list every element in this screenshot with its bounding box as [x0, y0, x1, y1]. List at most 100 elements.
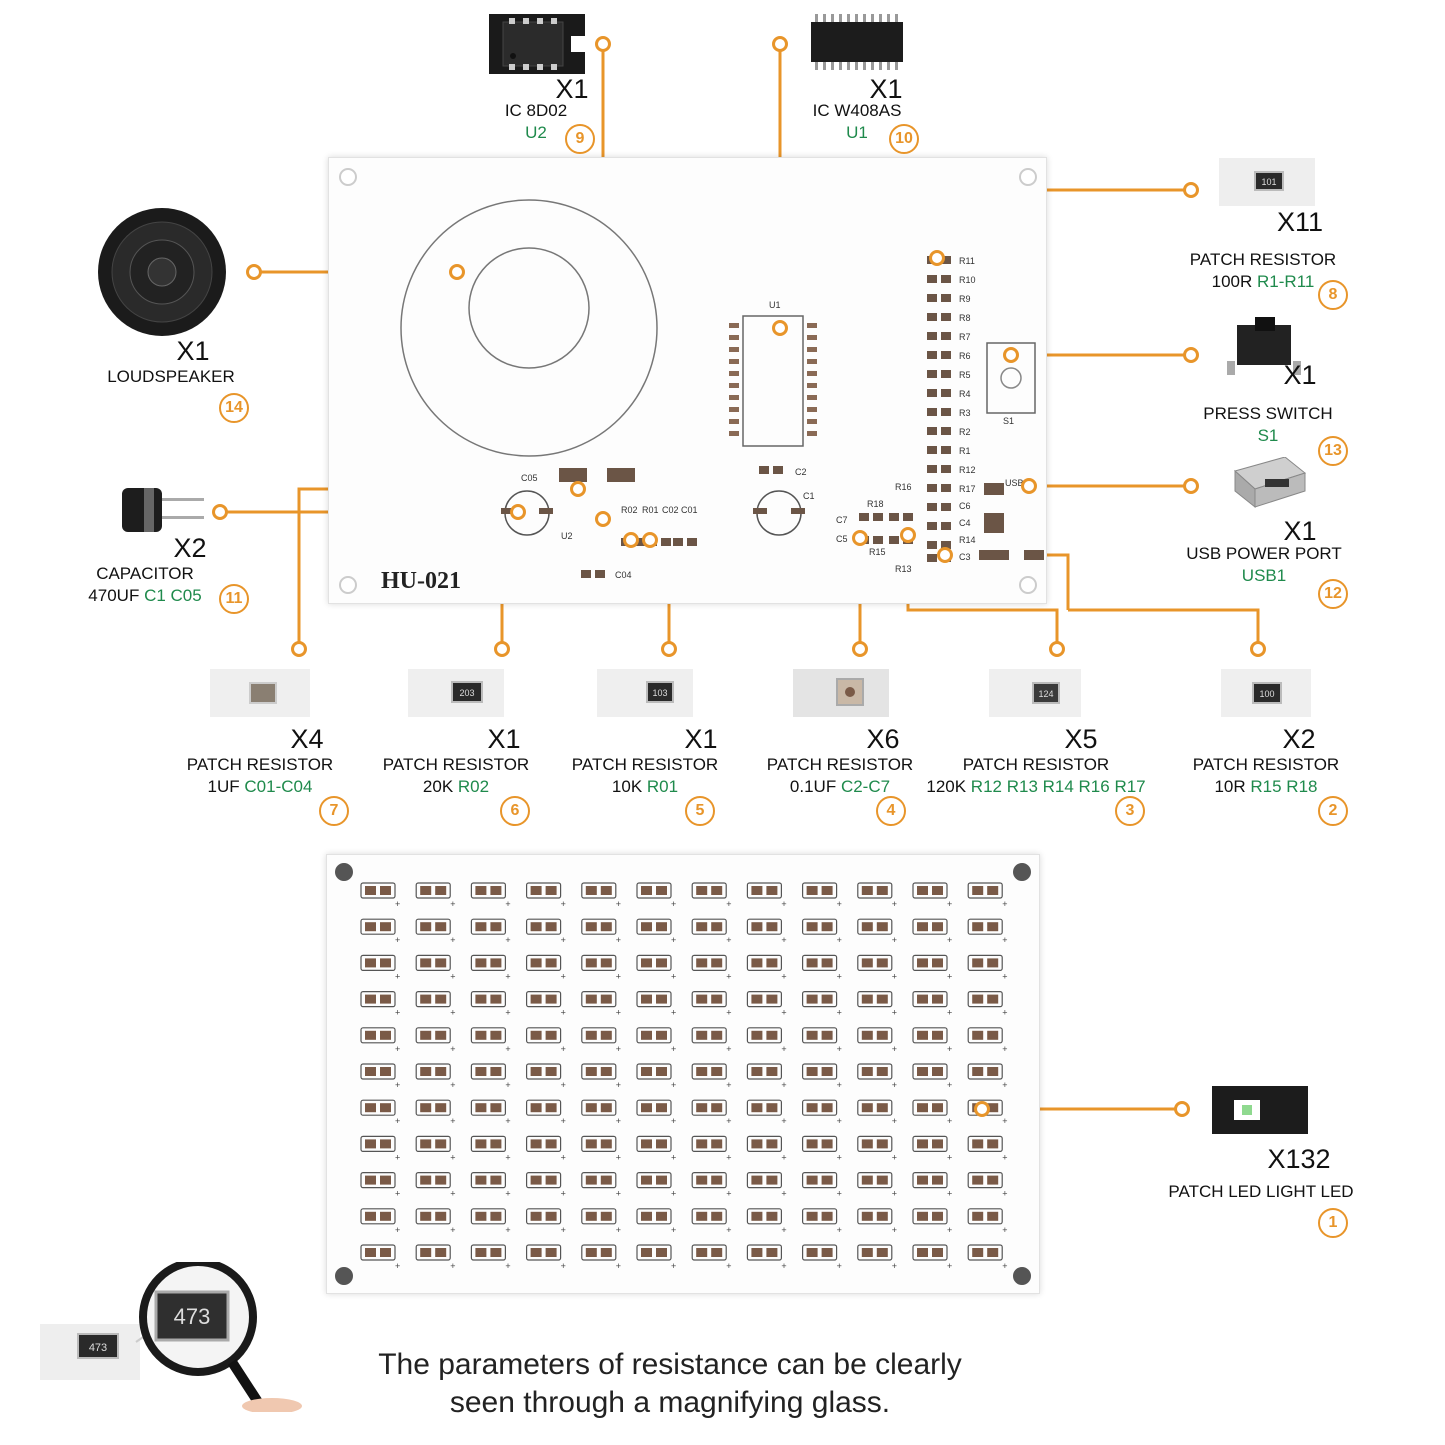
led-footprint: +: [415, 1099, 455, 1126]
svg-text:+: +: [450, 899, 455, 909]
led-footprint: +: [636, 882, 676, 909]
led-footprint: +: [691, 1244, 731, 1271]
svg-text:+: +: [781, 1152, 786, 1162]
label-r10k: PATCH RESISTOR 10K R01: [572, 754, 718, 798]
led-footprint: +: [526, 1244, 566, 1271]
led-footprint: +: [691, 1027, 731, 1054]
svg-text:+: +: [837, 1008, 842, 1018]
value-r100: 100R: [1211, 272, 1253, 291]
qty-led: X132: [1267, 1144, 1331, 1174]
name-led: PATCH LED LIGHT LED: [1168, 1182, 1354, 1201]
r10k-image: 103: [597, 669, 693, 717]
dot-c01uf-end: [852, 530, 868, 546]
chip-label-100: 100: [1259, 689, 1274, 699]
svg-text:+: +: [947, 1152, 952, 1162]
led-footprint: +: [746, 1208, 787, 1235]
svg-text:+: +: [616, 1008, 621, 1018]
dot-c1uf-end: [570, 481, 586, 497]
led-footprint: +: [967, 991, 1007, 1018]
led-footprint: +: [857, 991, 897, 1018]
led-footprint: +: [415, 954, 455, 981]
svg-text:+: +: [561, 935, 566, 945]
pcb-column-label: R10: [959, 275, 976, 285]
led-footprint: +: [415, 1063, 455, 1090]
usb-image: [1233, 457, 1307, 509]
num-r10: 2: [1318, 796, 1348, 826]
qty-switch: X1: [1283, 360, 1317, 390]
svg-text:+: +: [616, 935, 621, 945]
r20k-image: 203: [408, 669, 504, 717]
r100-image: 101: [1219, 158, 1315, 206]
speaker-outline-outer: [400, 199, 658, 457]
led-grid: + + + + + + + + + + + + + + + + + + + + + + + + + + + + + + + + + + + + + + + +…: [360, 882, 1007, 1271]
led-footprint: +: [581, 1099, 621, 1126]
led-footprint: +: [415, 991, 455, 1018]
led-footprint: +: [526, 882, 566, 909]
svg-text:+: +: [505, 1008, 510, 1018]
magnifier-image: 473 473: [40, 1262, 302, 1412]
led-footprint: +: [581, 1172, 621, 1199]
led-footprint: +: [581, 1208, 621, 1235]
dot-usb-end: [1183, 478, 1199, 494]
dot-ic8d02-end: [595, 511, 611, 527]
c1uf-image: [210, 669, 310, 717]
dot-c1uf-bottom: [291, 641, 307, 657]
svg-text:+: +: [837, 1261, 842, 1271]
icw408-image: [811, 14, 903, 70]
pcb-column-label-right: C6: [959, 501, 971, 511]
svg-text:+: +: [450, 971, 455, 981]
qty-usb: X1: [1283, 516, 1317, 546]
ref-c01uf: C2-C7: [840, 777, 891, 796]
qty-r10: X2: [1282, 724, 1316, 754]
led-footprint: +: [802, 1208, 842, 1235]
pcb-label-c04: C04: [615, 570, 632, 580]
led-footprint: +: [912, 1027, 952, 1054]
svg-text:+: +: [781, 971, 786, 981]
num-speaker: 14: [219, 393, 249, 423]
svg-text:+: +: [892, 1225, 897, 1235]
svg-text:+: +: [616, 1116, 621, 1126]
svg-text:+: +: [947, 1080, 952, 1090]
pcb-label-r18: R18: [867, 499, 884, 509]
svg-text:+: +: [616, 1225, 621, 1235]
dot-cap-start: [212, 504, 228, 520]
value-r10: 10R: [1214, 777, 1246, 796]
num-usb: 12: [1318, 579, 1348, 609]
label-ic8d02: IC 8D02 U2: [505, 100, 567, 144]
led-footprint: +: [912, 1099, 952, 1126]
svg-text:+: +: [947, 1116, 952, 1126]
led-footprint: +: [360, 918, 400, 945]
label-led: PATCH LED LIGHT LED: [1168, 1181, 1353, 1203]
svg-text:+: +: [505, 1225, 510, 1235]
led-footprint: +: [857, 1135, 897, 1162]
svg-text:+: +: [1002, 899, 1007, 909]
u1-pads: [729, 323, 817, 436]
led-footprint: +: [857, 882, 897, 909]
name-r100: PATCH RESISTOR: [1189, 250, 1337, 269]
led-footprint: +: [857, 1027, 897, 1054]
num-led: 1: [1318, 1208, 1348, 1238]
led-footprint: +: [967, 882, 1007, 909]
svg-text:+: +: [781, 1080, 786, 1090]
pcb-label-u2: U2: [561, 531, 573, 541]
led-footprint: +: [691, 1135, 731, 1162]
ic8d02-image: [489, 14, 585, 74]
num-c1uf: 7: [319, 796, 349, 826]
caption: The parameters of resistance can be clea…: [350, 1346, 990, 1422]
led-footprint: +: [691, 1063, 731, 1090]
svg-text:+: +: [616, 1189, 621, 1199]
main-pcb: U1 U2 C05 C2 C1 C04 R02 R01 C02 C01 R16 …: [328, 157, 1047, 604]
svg-text:+: +: [781, 1189, 786, 1199]
pcb-column-label: R6: [959, 351, 971, 361]
pcb-column-label: R11: [959, 256, 975, 266]
led-footprint: +: [636, 1172, 676, 1199]
led-footprint: +: [526, 1172, 566, 1199]
led-footprint: +: [636, 1063, 676, 1090]
led-footprint: +: [360, 954, 400, 981]
speaker-image: [98, 208, 226, 336]
led-footprint: +: [746, 1172, 787, 1199]
led-footprint: +: [912, 1172, 952, 1199]
svg-text:+: +: [671, 1044, 676, 1054]
qty-ic8d02: X1: [555, 74, 589, 104]
